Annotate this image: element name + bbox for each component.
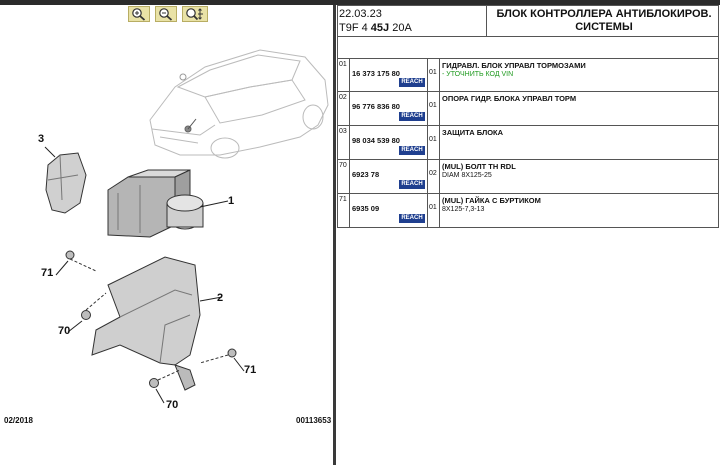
part-description: ЗАЩИТА БЛОКА: [442, 128, 504, 137]
part-number[interactable]: 6935 09: [352, 204, 380, 213]
part-spec: 8X125-7,3-13: [442, 206, 485, 213]
description-cell: ОПОРА ГИДР. БЛОКА УПРАВЛ ТОРМ: [441, 92, 718, 125]
part-spec: DIAM 8X125-25: [442, 172, 492, 179]
quantity: 02: [428, 160, 440, 193]
quantity: 01: [428, 92, 440, 125]
table-row[interactable]: 71 6935 09 REACH 01 (MUL) ГАЙКА С БУРТИК…: [337, 194, 719, 228]
fasteners: [55, 250, 245, 404]
reach-badge[interactable]: REACH: [399, 78, 425, 87]
car-illustration: [149, 49, 329, 159]
part-note: - УТОЧНИТЬ КОД VIN: [442, 71, 514, 78]
part-description: ОПОРА ГИДР. БЛОКА УПРАВЛ ТОРМ: [442, 94, 577, 103]
item-number: 02: [338, 92, 350, 125]
zoom-out-icon: [159, 8, 173, 21]
header-code: T9F 4 45J 20A: [339, 22, 412, 34]
part-description: (MUL) ГАЙКА С БУРТИКОМ: [442, 196, 541, 205]
callout-1: 1: [228, 195, 235, 207]
top-strip: [0, 0, 720, 5]
callout-2: 2: [217, 292, 224, 304]
table-row[interactable]: 01 16 373 175 80 REACH 01 ГИДРАВЛ. БЛОК …: [337, 58, 719, 92]
reach-badge[interactable]: REACH: [399, 180, 425, 189]
abs-unit: [107, 169, 229, 238]
panel-divider: [333, 5, 336, 465]
reach-badge[interactable]: REACH: [399, 214, 425, 223]
zoom-in-icon: [132, 8, 146, 21]
callout-71a: 71: [41, 267, 54, 279]
part-description: ГИДРАВЛ. БЛОК УПРАВЛ ТОРМОЗАМИ: [442, 61, 586, 70]
diagram-panel: 1 2 3 70 70 71 71 02/2018 00113653: [0, 5, 333, 465]
part-number[interactable]: 6923 78: [352, 170, 380, 179]
table-row[interactable]: 70 6923 78 REACH 02 (MUL) БОЛТ TH RDL DI…: [337, 160, 719, 194]
part-ref-cell: 96 776 836 80 REACH: [350, 92, 428, 125]
part-ref-cell: 6935 09 REACH: [350, 194, 428, 227]
header-date: 22.03.23: [339, 8, 382, 20]
parts-table: 01 16 373 175 80 REACH 01 ГИДРАВЛ. БЛОК …: [337, 58, 719, 228]
support-bracket: [91, 256, 223, 391]
quantity: 01: [428, 126, 440, 159]
part-number[interactable]: 96 776 836 80: [352, 102, 400, 111]
item-number: 01: [338, 59, 350, 91]
diagram-date: 02/2018: [4, 416, 33, 425]
header-info: 22.03.23 T9F 4 45J 20A: [338, 6, 487, 36]
zoom-in-button[interactable]: [128, 6, 150, 22]
description-cell: ГИДРАВЛ. БЛОК УПРАВЛ ТОРМОЗАМИ - УТОЧНИТ…: [441, 59, 718, 91]
callout-3: 3: [38, 133, 45, 145]
part-number[interactable]: 98 034 539 80: [352, 136, 400, 145]
parts-header: 22.03.23 T9F 4 45J 20A БЛОК КОНТРОЛЛЕРА …: [337, 5, 719, 37]
quantity: 01: [428, 194, 440, 227]
item-number: 70: [338, 160, 350, 193]
item-number: 71: [338, 194, 350, 227]
zoom-fit-button[interactable]: [182, 6, 208, 22]
zoom-out-button[interactable]: [155, 6, 177, 22]
reach-badge[interactable]: REACH: [399, 112, 425, 121]
diagram-code: 00113653: [296, 416, 332, 425]
quantity: 01: [428, 59, 440, 91]
part-number[interactable]: 16 373 175 80: [352, 69, 400, 78]
description-cell: (MUL) ГАЙКА С БУРТИКОМ 8X125-7,3-13: [441, 194, 718, 227]
part-ref-cell: 6923 78 REACH: [350, 160, 428, 193]
page-title: БЛОК КОНТРОЛЛЕРА АНТИБЛОКИРОВ. СИСТЕМЫ: [496, 8, 712, 33]
bracket-shield: [44, 146, 87, 214]
item-number: 03: [338, 126, 350, 159]
parts-panel: 22.03.23 T9F 4 45J 20A БЛОК КОНТРОЛЛЕРА …: [336, 5, 720, 465]
exploded-diagram: [44, 49, 329, 404]
zoom-toolbar: [0, 5, 333, 23]
callout-71b: 71: [244, 364, 257, 376]
zoom-fit-icon: [186, 8, 203, 21]
table-row[interactable]: 03 98 034 539 80 REACH 01 ЗАЩИТА БЛОКА: [337, 126, 719, 160]
part-ref-cell: 16 373 175 80 REACH: [350, 59, 428, 91]
description-cell: (MUL) БОЛТ TH RDL DIAM 8X125-25: [441, 160, 718, 193]
part-description: (MUL) БОЛТ TH RDL: [442, 162, 516, 171]
part-ref-cell: 98 034 539 80 REACH: [350, 126, 428, 159]
reach-badge[interactable]: REACH: [399, 146, 425, 155]
callout-70b: 70: [166, 399, 179, 411]
callout-70a: 70: [58, 325, 71, 337]
spacer-row: [337, 37, 719, 59]
table-row[interactable]: 02 96 776 836 80 REACH 01 ОПОРА ГИДР. БЛ…: [337, 92, 719, 126]
description-cell: ЗАЩИТА БЛОКА: [441, 126, 718, 159]
